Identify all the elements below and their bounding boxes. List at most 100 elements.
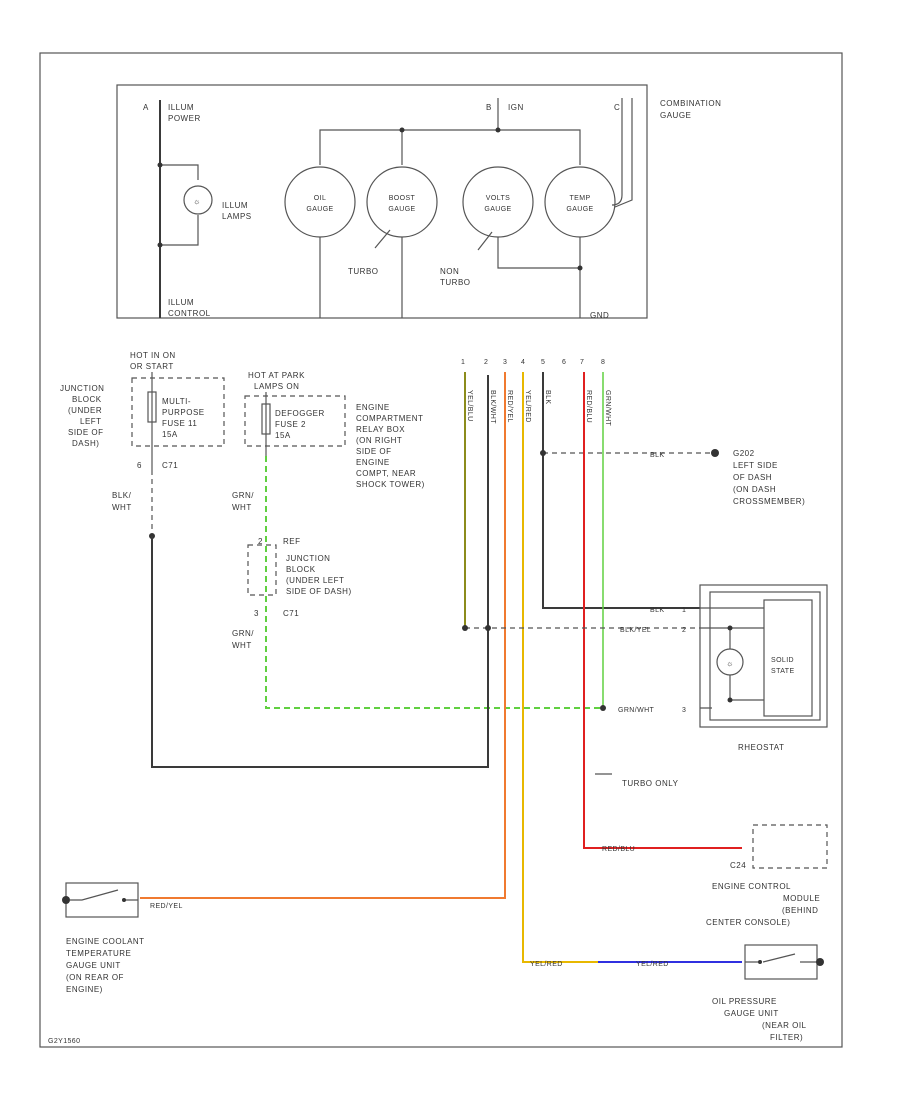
svg-text:RED/YEL: RED/YEL	[506, 390, 513, 423]
svg-text:BLOCK: BLOCK	[72, 395, 102, 404]
svg-text:7: 7	[580, 359, 584, 366]
blk-wire	[542, 372, 700, 609]
svg-text:15A: 15A	[275, 431, 291, 440]
svg-text:(UNDER: (UNDER	[68, 406, 102, 415]
svg-text:JUNCTION: JUNCTION	[60, 384, 104, 393]
svg-text:DASH): DASH)	[72, 439, 99, 448]
coolant-temp-unit: RED/YEL ENGINE COOLANT TEMPERATURE GAUGE…	[62, 882, 183, 994]
multipurpose-fuse-symbol	[147, 391, 157, 423]
svg-text:(ON DASH: (ON DASH	[733, 485, 776, 494]
temp-gauge-label-1: TEMP	[569, 195, 590, 202]
jb-fuse-box	[131, 377, 225, 447]
combination-gauge-subtitle: GAUGE	[660, 111, 691, 120]
svg-text:OF DASH: OF DASH	[733, 473, 772, 482]
svg-text:TEMPERATURE: TEMPERATURE	[66, 949, 131, 958]
svg-text:(UNDER LEFT: (UNDER LEFT	[286, 576, 344, 585]
combination-gauge: COMBINATION GAUGE A ILLUM POWER B IGN C …	[116, 84, 721, 320]
svg-text:WHT: WHT	[112, 503, 132, 512]
pin-c-wire	[611, 98, 623, 206]
svg-text:RED/YEL: RED/YEL	[150, 903, 183, 910]
illum-power-label-2: POWER	[168, 114, 201, 123]
illum-lamp-branch	[160, 164, 199, 246]
svg-text:FUSE 2: FUSE 2	[275, 420, 306, 429]
svg-text:FUSE 11: FUSE 11	[162, 419, 197, 428]
junction-block-2-outline	[247, 544, 277, 596]
footer-code: G2Y1560	[48, 1038, 80, 1045]
oil-gauge	[284, 166, 356, 238]
svg-text:4: 4	[521, 359, 525, 366]
svg-text:ENGINE: ENGINE	[356, 458, 390, 467]
junction-block-left: HOT IN ON OR START MULTI- PURPOSE FUSE 1…	[60, 351, 225, 539]
svg-text:BLK: BLK	[650, 607, 664, 614]
turbo-pointer	[374, 229, 391, 249]
svg-text:BLOCK: BLOCK	[286, 565, 316, 574]
relay-box: HOT AT PARK LAMPS ON DEFOGGER FUSE 2 15A…	[232, 371, 424, 512]
illum-power-label-1: ILLUM	[168, 103, 194, 112]
svg-text:(ON REAR OF: (ON REAR OF	[66, 973, 124, 982]
pin-a: A	[143, 103, 149, 112]
svg-text:MODULE: MODULE	[783, 894, 820, 903]
ign-bus	[319, 98, 581, 165]
svg-text:CENTER CONSOLE): CENTER CONSOLE)	[706, 918, 790, 927]
svg-text:JUNCTION: JUNCTION	[286, 554, 330, 563]
boost-gauge-label-2: GAUGE	[388, 206, 415, 213]
svg-text:3: 3	[682, 707, 686, 714]
svg-text:BLK/YEL: BLK/YEL	[620, 627, 651, 634]
oil-gauge-label-2: GAUGE	[306, 206, 333, 213]
g202-ground-point	[711, 449, 719, 457]
rheostat-label: RHEOSTAT	[738, 743, 784, 752]
svg-text:HOT AT PARK: HOT AT PARK	[248, 371, 305, 380]
rheostat: SOLID STATE ☼ BLK 1 BLK/YEL 2 GRN/WHT 3 …	[618, 584, 828, 752]
junction-block-2: 2 REF JUNCTION BLOCK (UNDER LEFT SIDE OF…	[232, 537, 352, 650]
svg-text:LEFT SIDE: LEFT SIDE	[733, 461, 778, 470]
svg-text:2: 2	[258, 537, 263, 546]
svg-text:6: 6	[137, 461, 142, 470]
svg-text:YEL/RED: YEL/RED	[524, 390, 531, 423]
svg-text:2: 2	[484, 359, 488, 366]
red-blu-wire	[583, 372, 742, 849]
svg-text:SIDE OF DASH): SIDE OF DASH)	[286, 587, 352, 596]
svg-text:WHT: WHT	[232, 641, 252, 650]
svg-text:STATE: STATE	[771, 668, 795, 675]
svg-text:BLK/: BLK/	[112, 491, 132, 500]
svg-text:GAUGE UNIT: GAUGE UNIT	[66, 961, 121, 970]
svg-text:8: 8	[601, 359, 605, 366]
volts-gauge-label-1: VOLTS	[486, 195, 510, 202]
oil-gauge-label-1: OIL	[314, 195, 326, 202]
svg-text:YEL/RED: YEL/RED	[530, 961, 563, 968]
svg-text:MULTI-: MULTI-	[162, 397, 191, 406]
svg-text:PURPOSE: PURPOSE	[162, 408, 205, 417]
svg-text:RED/BLU: RED/BLU	[585, 390, 592, 423]
ground-g202: BLK G202 LEFT SIDE OF DASH (ON DASH CROS…	[650, 449, 805, 506]
ecm-outline	[752, 824, 828, 869]
svg-text:ENGINE): ENGINE)	[66, 985, 103, 994]
gnd-label: GND	[590, 311, 609, 320]
svg-text:6: 6	[562, 359, 566, 366]
svg-text:FILTER): FILTER)	[770, 1033, 803, 1042]
turbo-only-note: TURBO ONLY	[622, 779, 679, 788]
svg-text:REF: REF	[283, 537, 301, 546]
defogger-fuse-symbol	[261, 403, 271, 435]
temp-gauge	[544, 166, 616, 238]
solid-state-box	[763, 599, 813, 717]
blk-wht-wire-loop	[151, 375, 489, 768]
illum-control-label-2: CONTROL	[168, 309, 211, 318]
svg-text:CROSSMEMBER): CROSSMEMBER)	[733, 497, 805, 506]
svg-text:BLK: BLK	[650, 452, 664, 459]
svg-text:(BEHIND: (BEHIND	[782, 906, 818, 915]
svg-text:COMPT, NEAR: COMPT, NEAR	[356, 469, 416, 478]
svg-text:COMPARTMENT: COMPARTMENT	[356, 414, 423, 423]
svg-text:DEFOGGER: DEFOGGER	[275, 409, 325, 418]
svg-text:☼: ☼	[726, 659, 734, 668]
gauge-connector: 1 2 3 4 5 6 7 8 YEL/BLU BLK/WHT RED/YEL …	[140, 359, 742, 963]
svg-text:BLK: BLK	[544, 390, 551, 404]
diagram-frame	[39, 52, 843, 1048]
svg-text:1: 1	[461, 359, 465, 366]
boost-gauge-label-1: BOOST	[389, 195, 416, 202]
svg-text:SIDE OF: SIDE OF	[68, 428, 104, 437]
volts-gauge	[462, 166, 534, 238]
svg-text:(ON RIGHT: (ON RIGHT	[356, 436, 402, 445]
svg-text:GAUGE UNIT: GAUGE UNIT	[724, 1009, 779, 1018]
svg-text:WHT: WHT	[232, 503, 252, 512]
